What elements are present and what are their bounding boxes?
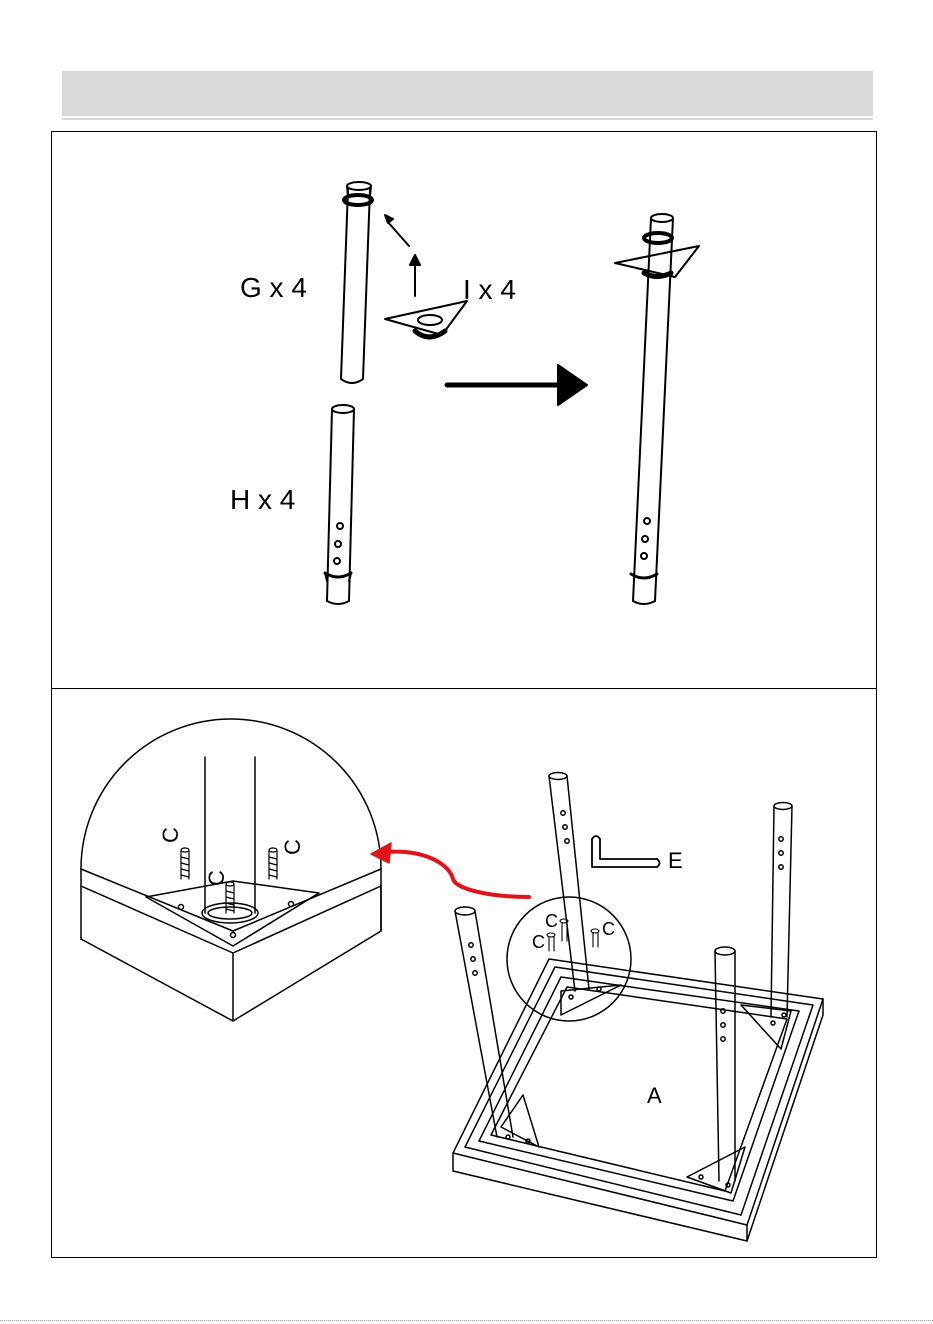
- detail-bubble: [81, 719, 381, 1021]
- leg-front-left: [455, 907, 513, 1137]
- label-e: E: [668, 848, 683, 873]
- step-1-illustration: G x 4 I x 4 H x 4: [52, 132, 878, 690]
- footer-rule: [0, 1320, 933, 1321]
- tube-h: [325, 405, 354, 604]
- label-a: A: [647, 1083, 662, 1108]
- bracket-i: [385, 301, 467, 337]
- step-1-panel: G x 4 I x 4 H x 4: [51, 131, 877, 689]
- table-top-a: [453, 959, 823, 1241]
- tube-g: [341, 182, 372, 383]
- assembled-leg: [615, 214, 699, 604]
- allen-key-e: [592, 836, 660, 867]
- magnifier-circle: [507, 897, 631, 1021]
- label-c-left: C: [158, 827, 183, 843]
- step-2-panel: C C C C C C E A: [51, 688, 877, 1258]
- label-c-mag-left: C: [532, 932, 545, 952]
- leg-front-right: [715, 947, 735, 1181]
- step-2-illustration: C C C C C C E A: [52, 689, 878, 1259]
- label-h: H x 4: [230, 484, 295, 515]
- up-arrows: [385, 215, 420, 296]
- label-c-mag-top: C: [545, 911, 558, 931]
- leg-back-right: [771, 803, 792, 1018]
- label-c-right: C: [280, 839, 305, 855]
- transition-arrow: [447, 365, 587, 405]
- leg-back-left: [549, 773, 589, 992]
- label-i: I x 4: [463, 274, 516, 305]
- header-rule: [62, 118, 873, 120]
- label-g: G x 4: [240, 272, 307, 303]
- label-c-mag-right: C: [602, 919, 615, 939]
- label-c-center: C: [204, 870, 229, 886]
- callout-arrow: [371, 843, 529, 897]
- header-band: [62, 71, 873, 116]
